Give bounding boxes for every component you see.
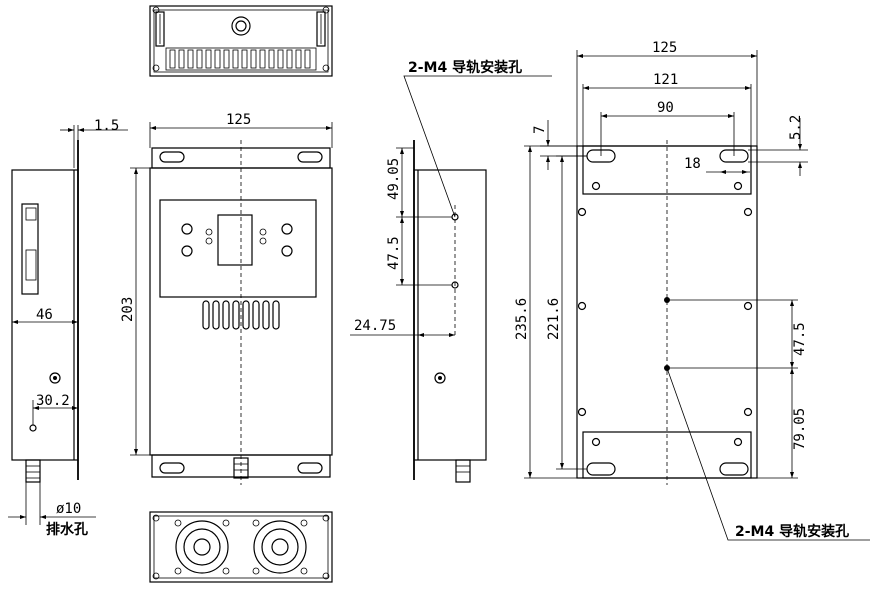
vent-fin — [286, 49, 293, 69]
left-side-view — [8, 125, 128, 525]
vent-fin — [232, 49, 239, 69]
front-view — [130, 122, 333, 485]
drain-label: 排水孔 — [46, 521, 88, 538]
dim-flange-thickness: 1.5 — [94, 118, 119, 134]
dim-side-hole-top: 49.05 — [386, 158, 402, 200]
dim-front-width: 125 — [226, 112, 251, 128]
dim-side-hole-depth: 24.75 — [354, 318, 396, 334]
rail-hole-label-top: 2-M4 导轨安装孔 — [408, 59, 522, 76]
vent-fin — [205, 49, 212, 69]
dim-back-inner-height: 221.6 — [546, 298, 562, 340]
top-view — [149, 5, 333, 77]
dim-side-hole-spacing: 47.5 — [386, 236, 402, 270]
top-vent-fins — [165, 47, 317, 71]
vent-fin — [196, 49, 203, 69]
dim-back-overall-width: 125 — [652, 40, 677, 56]
dim-depth: 46 — [36, 307, 53, 323]
dim-back-slot-len: 18 — [684, 156, 701, 172]
dim-front-height: 203 — [120, 297, 136, 322]
vent-fin — [268, 49, 275, 69]
dim-back-slot-offset: 5.2 — [788, 115, 804, 140]
dim-back-slot-span: 90 — [657, 100, 674, 116]
vent-fin — [214, 49, 221, 69]
vent-fin — [187, 49, 194, 69]
dim-drain-diameter: ø10 — [56, 501, 81, 517]
vent-fin — [223, 49, 230, 69]
vent-fin — [250, 49, 257, 69]
bottom-view — [149, 511, 333, 583]
vent-fin — [241, 49, 248, 69]
vent-fin — [277, 49, 284, 69]
right-side-view — [350, 75, 552, 483]
vent-fin — [259, 49, 266, 69]
front-vent-slots — [202, 300, 280, 330]
vent-fin — [169, 49, 176, 69]
vent-fin — [178, 49, 185, 69]
dim-back-inner-width: 121 — [653, 72, 678, 88]
vent-fin — [304, 49, 311, 69]
dim-back-overall-height: 235.6 — [514, 298, 530, 340]
dim-drain-offset: 30.2 — [36, 393, 70, 409]
dim-back-top-offset: 7 — [532, 126, 548, 134]
vent-fin — [295, 49, 302, 69]
dim-back-hole-spacing: 47.5 — [792, 322, 808, 356]
rail-hole-label-bottom: 2-M4 导轨安装孔 — [735, 523, 849, 540]
dim-back-hole-bottom: 79.05 — [792, 408, 808, 450]
back-view — [524, 50, 870, 541]
